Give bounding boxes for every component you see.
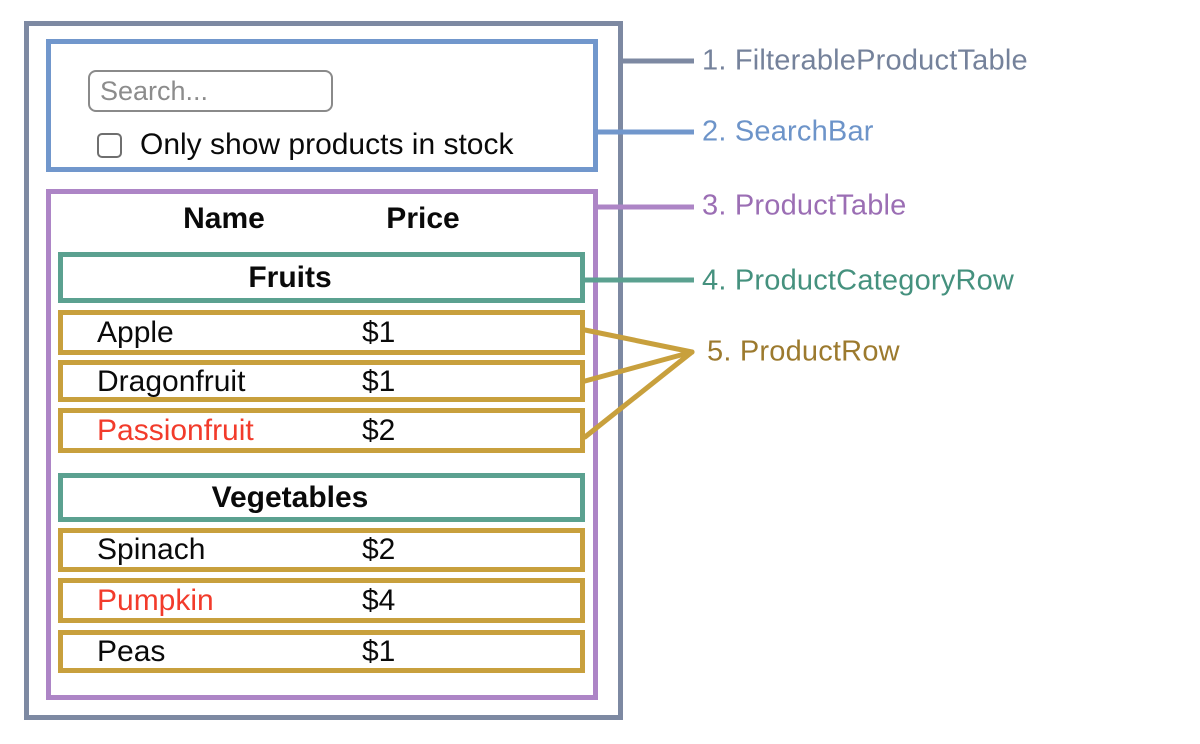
category-label: Vegetables (211, 480, 369, 514)
search-input[interactable] (88, 70, 333, 112)
product-name: Dragonfruit (97, 365, 246, 398)
product-price: $4 (362, 583, 396, 617)
product-row: Pumpkin $4 (58, 578, 585, 623)
product-price: $1 (362, 635, 396, 668)
product-row: Passionfruit $2 (58, 408, 585, 453)
legend-product-category-row: 4. ProductCategoryRow (702, 264, 1015, 297)
product-name: Apple (97, 315, 174, 349)
product-price: $2 (362, 413, 396, 447)
product-price: $2 (362, 533, 396, 566)
legend-filterable-product-table: 1. FilterableProductTable (702, 44, 1028, 77)
product-price: $1 (362, 365, 396, 398)
column-header-name: Name (183, 202, 265, 235)
filterable-product-table-box: Only show products in stock Name Price F… (24, 21, 623, 720)
product-price: $1 (362, 315, 396, 349)
product-name: Pumpkin (97, 583, 214, 617)
search-bar-box: Only show products in stock (46, 39, 598, 172)
product-name: Spinach (97, 533, 206, 566)
product-name: Peas (97, 635, 166, 668)
in-stock-checkbox-label: Only show products in stock (140, 128, 514, 161)
product-table-box: Name Price Fruits Apple $1 Dragonfruit $… (46, 189, 598, 700)
legend-search-bar: 2. SearchBar (702, 115, 874, 148)
product-row: Apple $1 (58, 310, 585, 355)
product-category-row: Vegetables (58, 473, 585, 522)
product-category-row: Fruits (58, 252, 585, 303)
product-row: Spinach $2 (58, 528, 585, 572)
product-row: Peas $1 (58, 630, 585, 673)
legend-product-row: 5. ProductRow (707, 335, 900, 368)
legend-product-table: 3. ProductTable (702, 189, 907, 222)
column-header-price: Price (386, 202, 460, 235)
product-row: Dragonfruit $1 (58, 360, 585, 402)
product-name: Passionfruit (97, 413, 254, 447)
category-label: Fruits (248, 260, 332, 294)
in-stock-checkbox[interactable] (97, 133, 122, 158)
